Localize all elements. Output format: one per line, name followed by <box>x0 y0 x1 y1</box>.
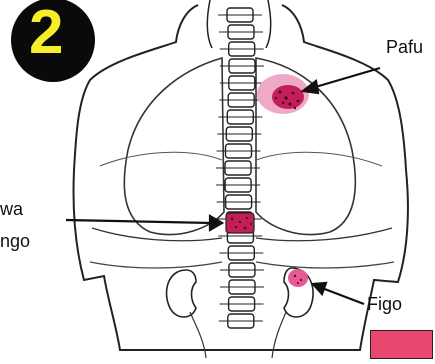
rib-left <box>100 152 222 166</box>
right-ureter <box>272 312 286 358</box>
step-number: 2 <box>29 2 63 64</box>
spine <box>216 8 264 328</box>
legend-swatch <box>370 330 433 359</box>
lung-pointer-arrow <box>303 68 380 93</box>
diaphragm-left <box>92 228 222 241</box>
neck-right <box>266 0 271 48</box>
left-kidney <box>167 270 196 317</box>
rib-lower-right <box>256 262 394 268</box>
lung-lesion-core <box>272 85 304 109</box>
kidney-lesion <box>288 269 308 287</box>
rib-right <box>256 152 382 166</box>
label-lung: Pafu <box>386 38 423 56</box>
label-spine-line2: ngo <box>0 232 30 250</box>
neck-left <box>207 0 212 48</box>
diaphragm-right <box>256 228 392 241</box>
left-ureter <box>190 312 206 358</box>
kidney-pointer-arrow <box>313 283 364 304</box>
left-lung-outline <box>124 58 224 235</box>
label-spine-line1: wa <box>0 200 23 218</box>
rib-lower-left <box>90 262 222 268</box>
label-kidney: Figo <box>367 295 402 313</box>
